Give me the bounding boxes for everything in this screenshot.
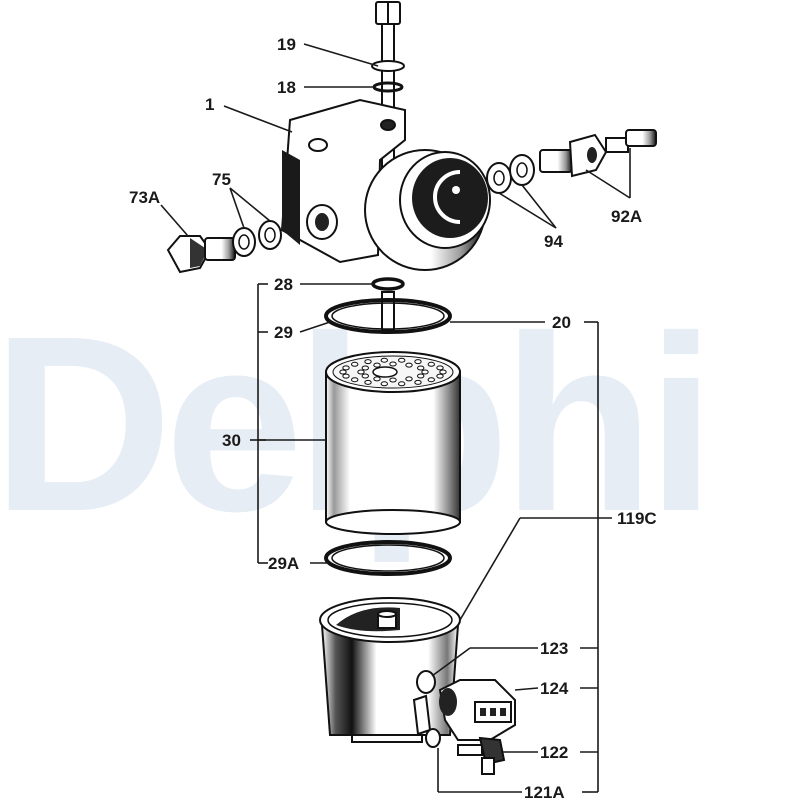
cartridge-hole: [361, 373, 369, 379]
cartridge-hole: [414, 359, 422, 365]
label-19: 19: [277, 35, 296, 54]
cartridge-hole: [417, 365, 425, 371]
cartridge-hole: [436, 365, 444, 371]
cartridge-hole: [427, 377, 435, 383]
cartridge-hole: [339, 369, 347, 375]
banjo-bolt-73A: [166, 235, 236, 274]
cartridge-hole: [439, 369, 447, 375]
label-73A: 73A: [129, 188, 160, 207]
label-75: 75: [212, 170, 231, 189]
washer-19: [371, 60, 405, 72]
label-29: 29: [274, 323, 293, 342]
label-122: 122: [540, 743, 568, 762]
sensor-124: [438, 679, 516, 741]
seal-29A: [324, 540, 452, 576]
label-30: 30: [222, 431, 241, 450]
cartridge-hole: [373, 376, 381, 382]
port-seal-123: [416, 670, 436, 694]
cartridge-hole: [405, 362, 413, 368]
cartridge-hole: [357, 369, 365, 375]
cartridge-hole: [342, 373, 350, 379]
cartridge-hole: [364, 379, 372, 385]
label-1: 1: [205, 95, 214, 114]
label-28: 28: [274, 275, 293, 294]
label-119C: 119C: [617, 509, 657, 528]
cartridge-hole: [380, 357, 388, 363]
label-18: 18: [277, 78, 296, 97]
cartridge-hole: [351, 377, 359, 383]
cartridge-holes: [339, 357, 447, 387]
filter-cartridge-30: [325, 351, 461, 535]
cartridge-hole: [342, 365, 350, 371]
cartridge-hole: [414, 379, 422, 385]
cartridge-hole: [417, 373, 425, 379]
label-123: 123: [540, 639, 568, 658]
label-92A: 92A: [611, 207, 642, 226]
cartridge-hole: [389, 361, 397, 367]
cartridge-hole: [398, 381, 406, 387]
leader-lines: [160, 43, 631, 793]
drain-valve-122: [457, 736, 506, 775]
center-stem: [381, 291, 395, 331]
cartridge-hole: [373, 362, 381, 368]
label-121A: 121A: [524, 783, 565, 800]
cartridge-hole: [351, 361, 359, 367]
label-20: 20: [552, 313, 571, 332]
cartridge-hole: [364, 359, 372, 365]
connector-121A: [412, 694, 441, 748]
label-29A: 29A: [268, 554, 299, 573]
seal-29: [324, 298, 452, 334]
cartridge-hole: [421, 369, 429, 375]
fitting-92A: [539, 129, 657, 178]
cartridge-hole: [405, 376, 413, 382]
filter-head-1: [280, 98, 491, 271]
cartridge-hole: [380, 381, 388, 387]
cartridge-hole: [436, 373, 444, 379]
cartridge-hole: [427, 361, 435, 367]
label-124: 124: [540, 679, 569, 698]
label-94: 94: [544, 232, 563, 251]
cartridge-hole: [389, 377, 397, 383]
cartridge-hole: [361, 365, 369, 371]
cartridge-hole: [398, 357, 406, 363]
